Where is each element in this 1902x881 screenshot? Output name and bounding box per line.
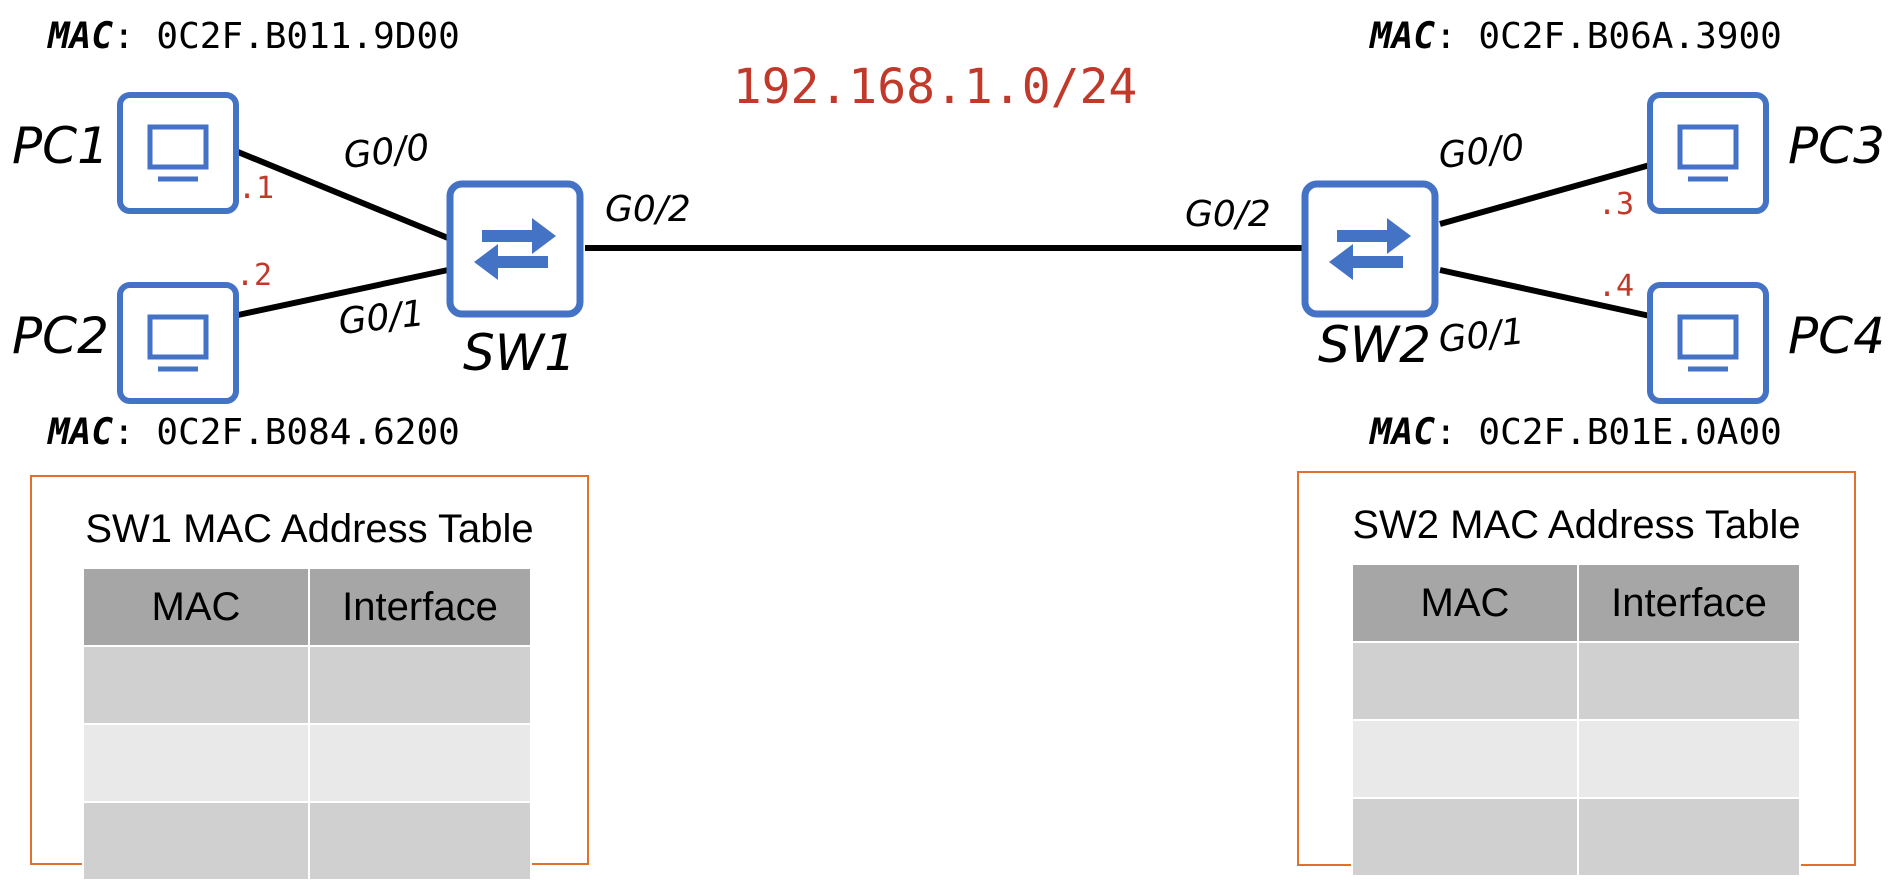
pc4-label: PC4 xyxy=(1788,307,1885,365)
sw1-cell-mac xyxy=(82,723,310,803)
pc2-mac-value: 0C2F.B084.6200 xyxy=(156,412,459,453)
pc1-host-octet: .1 xyxy=(238,171,274,206)
pc1-label: PC1 xyxy=(12,117,109,175)
pc1-mac-value: 0C2F.B011.9D00 xyxy=(156,16,459,57)
pc3-host-octet: .3 xyxy=(1598,187,1634,222)
pc4-mac-value: 0C2F.B01E.0A00 xyxy=(1478,412,1781,453)
sw2-port-g01: G0/1 xyxy=(1437,311,1527,361)
network-diagram: 192.168.1.0/24 PC1 PC2 PC3 PC4 SW1 SW2 G… xyxy=(12,16,1885,453)
sw2-col-mac: MAC xyxy=(1351,563,1579,643)
sw2-port-g00: G0/0 xyxy=(1437,127,1527,177)
pc4-icon[interactable] xyxy=(1647,282,1769,404)
pc1-mac: MAC: 0C2F.B011.9D00 xyxy=(47,16,460,57)
link-pc1-sw1 xyxy=(236,149,450,241)
sw2-cell-interface xyxy=(1577,719,1801,799)
pc2-icon[interactable] xyxy=(117,282,239,404)
sw2-cell-interface xyxy=(1577,641,1801,721)
sw2-mac-table: MAC Interface xyxy=(1351,563,1801,877)
sw1-switch-icon[interactable] xyxy=(446,180,584,318)
table-row xyxy=(82,645,532,725)
sw2-cell-mac xyxy=(1351,797,1579,877)
sw2-mac-table-panel: SW2 MAC Address Table MAC Interface xyxy=(1297,471,1856,877)
pc3-mac-value: 0C2F.B06A.3900 xyxy=(1478,16,1781,57)
network-label: 192.168.1.0/24 xyxy=(733,59,1138,115)
sw1-label: SW1 xyxy=(463,324,576,382)
sw2-cell-mac xyxy=(1351,719,1579,799)
sw1-mac-table: MAC Interface xyxy=(82,567,532,881)
pc2-label: PC2 xyxy=(12,307,109,365)
sw1-mac-table-panel: SW1 MAC Address Table MAC Interface xyxy=(30,475,589,881)
pc2-mac-key: MAC xyxy=(47,412,113,453)
sw1-cell-interface xyxy=(308,645,532,725)
sw2-switch-icon[interactable] xyxy=(1301,180,1439,318)
link-pc4-sw2 xyxy=(1439,267,1651,319)
sw2-cell-mac xyxy=(1351,641,1579,721)
sw1-col-interface: Interface xyxy=(308,567,532,647)
sw1-mac-table-title: SW1 MAC Address Table xyxy=(85,507,534,551)
table-row xyxy=(82,801,532,881)
sw1-port-g02: G0/2 xyxy=(605,189,691,230)
sw1-cell-mac xyxy=(82,801,310,881)
sw2-port-g02: G0/2 xyxy=(1185,194,1271,235)
sw2-col-interface: Interface xyxy=(1577,563,1801,643)
sw1-port-g00: G0/0 xyxy=(342,127,432,177)
table-row xyxy=(82,723,532,803)
link-pc3-sw2 xyxy=(1439,162,1651,227)
sw2-label: SW2 xyxy=(1318,316,1431,374)
sw1-col-mac: MAC xyxy=(82,567,310,647)
pc2-host-octet: .2 xyxy=(236,258,272,293)
sw1-cell-interface xyxy=(308,801,532,881)
pc2-mac: MAC: 0C2F.B084.6200 xyxy=(47,412,460,453)
pc3-mac-key: MAC xyxy=(1369,16,1435,57)
table-row xyxy=(1351,641,1801,721)
pc4-mac-key: MAC xyxy=(1369,412,1435,453)
sw2-cell-interface xyxy=(1577,797,1801,877)
pc1-icon[interactable] xyxy=(117,92,239,214)
pc4-host-octet: .4 xyxy=(1598,269,1634,304)
pc1-mac-key: MAC xyxy=(47,16,113,57)
sw1-cell-interface xyxy=(308,723,532,803)
sw1-cell-mac xyxy=(82,645,310,725)
pc3-icon[interactable] xyxy=(1647,92,1769,214)
pc3-label: PC3 xyxy=(1788,117,1885,175)
table-row xyxy=(1351,719,1801,799)
table-row xyxy=(1351,797,1801,877)
pc4-mac: MAC: 0C2F.B01E.0A00 xyxy=(1369,412,1782,453)
sw1-port-g01: G0/1 xyxy=(337,293,427,343)
pc3-mac: MAC: 0C2F.B06A.3900 xyxy=(1369,16,1782,57)
link-pc2-sw1 xyxy=(237,267,449,318)
sw2-mac-table-title: SW2 MAC Address Table xyxy=(1352,503,1801,547)
